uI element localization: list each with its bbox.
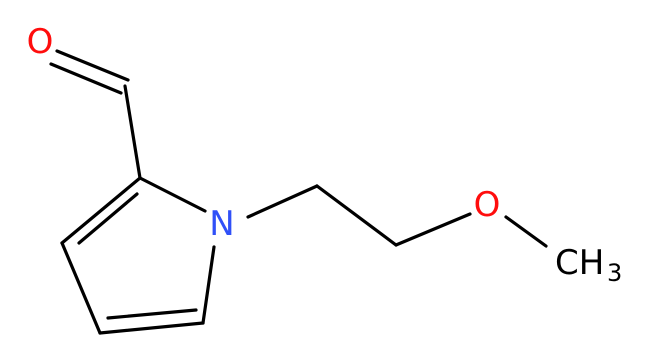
bond-cho-c2 <box>123 84 142 180</box>
atom-label-n: N <box>209 204 234 244</box>
bond-n-ch2a <box>246 184 319 219</box>
bond-c4-c5 <box>98 321 205 335</box>
bond-c3-c4 <box>60 241 102 335</box>
atom-label-ch3: CH <box>555 243 604 283</box>
bond-c5-n <box>201 245 216 325</box>
bond-c2-c3-inner <box>77 192 139 245</box>
bond-c2-c3 <box>60 176 142 245</box>
bond-ch2b-o <box>394 212 472 247</box>
bond-c2-n <box>138 176 207 213</box>
atom-label-ch3-subscript: 3 <box>607 259 622 287</box>
bond-ch2a-ch2b <box>315 184 398 247</box>
atom-label-o-ether: O <box>474 185 501 225</box>
bond-aldehyde-co-1 <box>55 49 130 82</box>
atom-label-o-aldehyde: O <box>27 22 54 62</box>
bond-c4-c5-inner <box>106 308 198 320</box>
bond-aldehyde-co-2 <box>49 62 123 95</box>
bond-o-ch3 <box>504 215 548 248</box>
